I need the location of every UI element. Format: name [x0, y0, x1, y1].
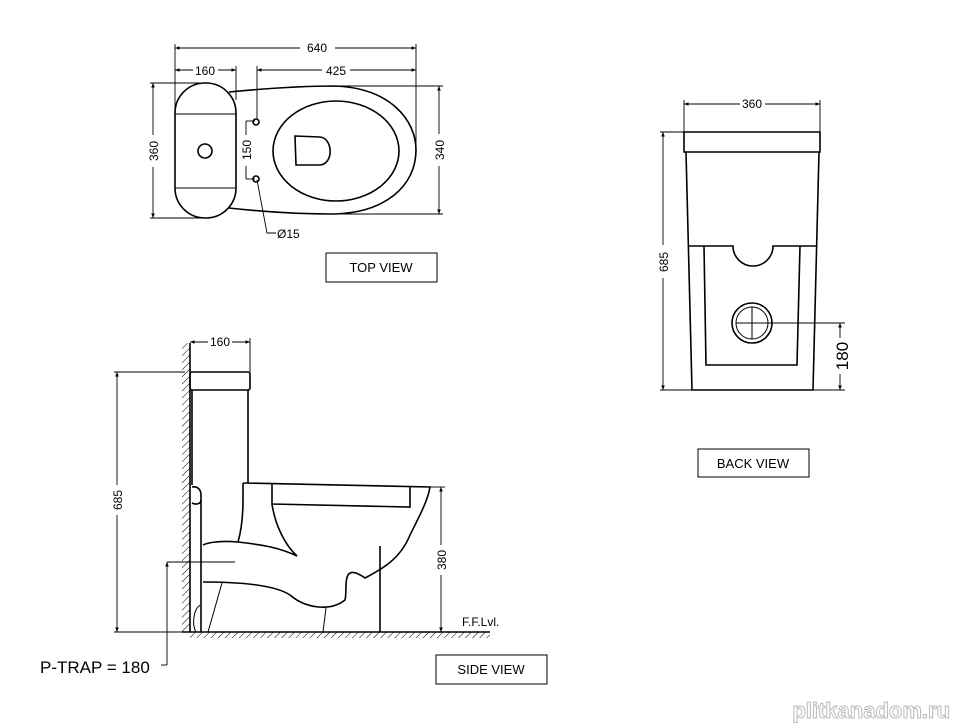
bowl-rim: [272, 100, 400, 202]
dim-380: 380: [430, 486, 449, 632]
trap-top: [202, 483, 244, 546]
svg-text:340: 340: [433, 140, 447, 160]
seat: [271, 484, 411, 508]
tank-body: [191, 390, 249, 485]
top-view: 640 160 425 360 340: [147, 41, 447, 283]
dim-180-back: 180: [752, 322, 852, 391]
svg-text:360: 360: [147, 141, 161, 161]
back-panel-top: [689, 245, 816, 267]
watermark: plitkanadom.ru: [792, 698, 950, 723]
tank-lid: [683, 131, 821, 153]
dim-685-back: 685: [657, 131, 705, 391]
bowl-outline: [228, 85, 417, 215]
svg-text:160: 160: [210, 335, 230, 349]
dim-685-side: 685: [111, 371, 185, 633]
floor-hatch: [190, 632, 490, 638]
dim-160-side: 160: [190, 335, 251, 372]
svg-text:180: 180: [833, 342, 852, 370]
wall-hatch: [182, 343, 190, 632]
svg-text:Ø15: Ø15: [277, 227, 300, 241]
inlet-bump: [191, 486, 202, 505]
dim-bolt-diameter: Ø15: [256, 179, 300, 241]
svg-text:640: 640: [307, 41, 327, 55]
svg-text:160: 160: [195, 64, 215, 78]
tank-outline: [174, 82, 237, 219]
top-view-label: TOP VIEW: [349, 260, 413, 275]
side-view-label: SIDE VIEW: [457, 662, 525, 677]
bolt-hole: [252, 175, 260, 183]
svg-text:360: 360: [742, 97, 762, 111]
bolt-hole: [252, 118, 260, 126]
dim-160-top: 160: [175, 64, 237, 100]
floor-level-label: F.F.Lvl.: [462, 615, 499, 629]
tank-lid: [189, 371, 251, 391]
back-view: 360 685 180 BACK VIEW: [657, 97, 852, 478]
ptrap-note: P-TRAP = 180: [40, 658, 150, 677]
dim-150: 150: [240, 120, 255, 180]
dim-340: 340: [330, 85, 447, 215]
flush-button-icon: [197, 143, 213, 159]
top-view-label-box: [325, 252, 438, 283]
trap-inner: [237, 503, 298, 557]
svg-text:685: 685: [657, 252, 671, 272]
body-outline: [685, 151, 820, 391]
side-view: 160 685 380 P-TRAP = 180 F.F.Lvl.: [40, 335, 548, 685]
dim-ptrap: P-TRAP = 180: [40, 561, 235, 677]
svg-text:380: 380: [435, 550, 449, 570]
dim-360-top: 360: [147, 82, 200, 219]
back-panel: [703, 245, 801, 366]
outlet-icon: [731, 302, 773, 344]
side-view-label-box: [435, 654, 548, 685]
bowl-outline: [202, 482, 431, 608]
svg-text:150: 150: [240, 140, 254, 160]
back-view-label: BACK VIEW: [717, 456, 790, 471]
dim-425: 425: [256, 64, 416, 120]
svg-text:685: 685: [111, 490, 125, 510]
dim-360-back: 360: [683, 97, 821, 132]
bowl-outlet: [294, 135, 331, 166]
back-view-label-box: [697, 448, 810, 478]
svg-text:425: 425: [326, 64, 346, 78]
